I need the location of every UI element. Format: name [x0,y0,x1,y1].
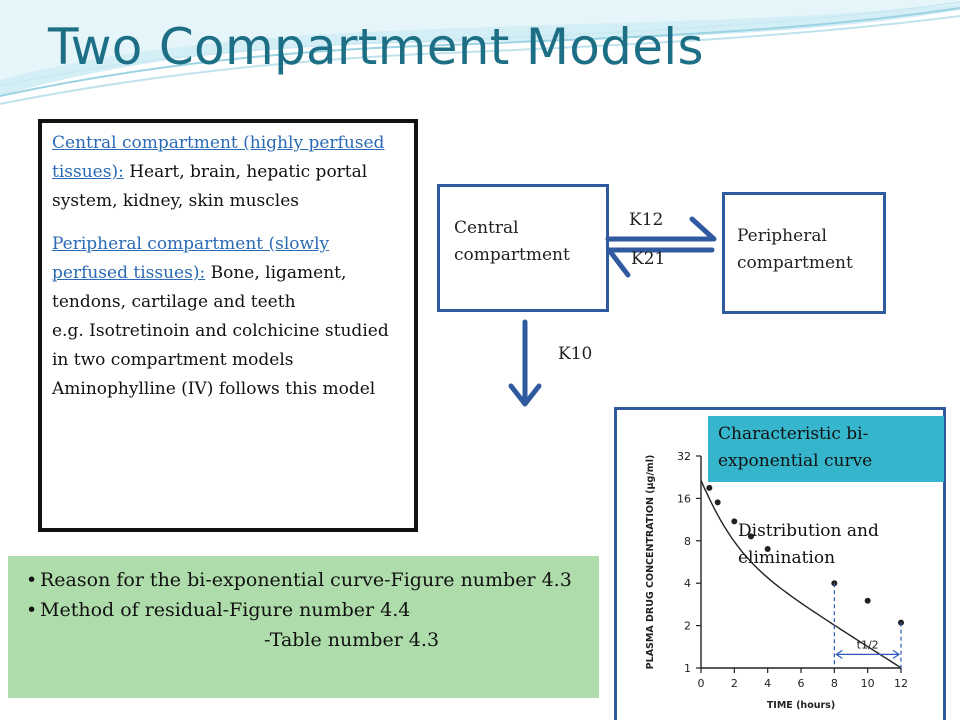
x-tick-label: 10 [861,677,875,690]
half-life-arrowhead-right [892,649,901,659]
page-title: Two Compartment Models [48,18,704,76]
peripheral-paragraph: Peripheral compartment (slowly perfused … [52,230,408,317]
k21-arrow-head [606,247,631,278]
list-item: Reason for the bi-exponential curve-Figu… [26,565,589,595]
background-waves [0,0,960,105]
x-tick-label: 2 [731,677,738,690]
fitted-curve [700,480,902,669]
y-tick-label: 16 [677,492,691,505]
central-body: Heart, brain, hepatic portal system, kid… [52,162,368,211]
definitions-box: Central compartment (highly perfused tis… [38,119,418,532]
peripheral-body: Bone, ligament, tendons, cartilage and t… [52,263,347,312]
aminophylline-line: Aminophylline (IV) follows this model [52,379,376,399]
y-tick-label: 1 [684,662,691,675]
k12-arrow-head [689,216,717,242]
peripheral-compartment-box: Peripheral compartment [722,192,886,314]
k12-label: K12 [629,210,664,230]
example-line: e.g. Isotretinoin and colchicine studied… [52,321,389,370]
x-tick-label: 8 [831,677,838,690]
list-item: -Table number 4.3 [264,629,440,651]
y-axis-label: PLASMA DRUG CONCENTRATION (µg/ml) [645,455,656,670]
notes-list: Reason for the bi-exponential curve-Figu… [20,565,589,655]
rate-arrows [605,216,717,278]
curve-caption: Characteristic bi-exponential curve [708,416,944,482]
peripheral-heading: Peripheral compartment (slowly perfused … [52,234,330,283]
list-item: Method of residual-Figure number 4.4 [26,595,589,625]
central-heading: Central compartment (highly perfused tis… [52,133,385,182]
half-life-arrowhead-left [835,649,843,659]
y-tick-label: 32 [677,450,691,463]
data-point [714,499,721,506]
notes-box: Reason for the bi-exponential curve-Figu… [8,556,599,698]
half-life-label: t1/2 [857,638,879,651]
y-tick-label: 8 [684,535,691,548]
central-compartment-box: Central compartment [437,184,609,312]
x-tick-label: 4 [764,677,771,690]
data-point [864,597,871,604]
data-point [898,619,904,626]
x-tick-label: 6 [798,677,805,690]
peripheral-compartment-label: Peripheral compartment [737,226,853,273]
y-tick-label: 2 [684,620,691,633]
distribution-elimination-label: Distribution and elimination [738,521,879,568]
data-point [748,533,754,540]
k10-label: K10 [558,344,593,364]
data-point [764,545,771,552]
x-axis-label: TIME (hours) [767,700,835,711]
data-point [706,484,713,491]
elimination-arrow [508,319,542,407]
central-compartment-label: Central compartment [454,218,570,265]
k21-label: K21 [631,249,666,269]
y-tick-label: 4 [684,577,691,590]
central-paragraph: Central compartment (highly perfused tis… [52,129,408,216]
x-tick-label: 0 [698,677,705,690]
x-tick-label: 12 [894,677,908,690]
data-point [731,518,738,525]
